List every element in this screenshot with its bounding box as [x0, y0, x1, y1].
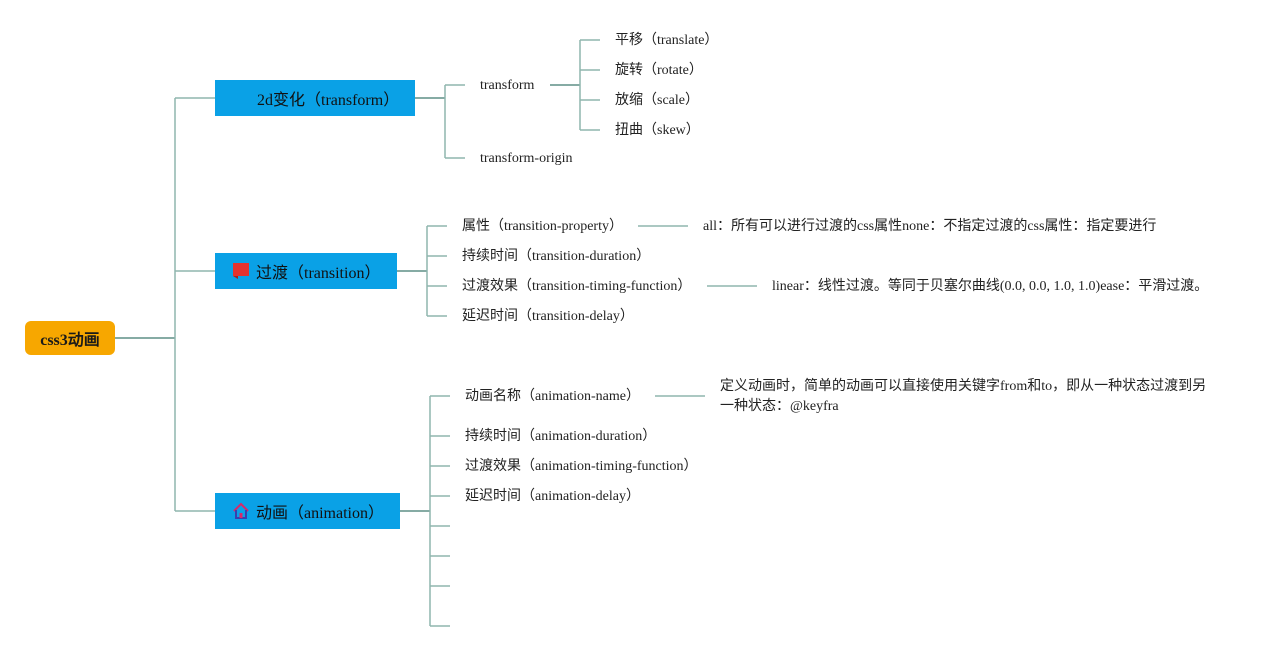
leaf-rotate[interactable]: 旋转（rotate）: [615, 62, 703, 80]
red-flag-icon: [232, 262, 250, 280]
leaf-animation-delay-label: 延迟时间（animation-delay）: [465, 489, 640, 504]
leaf-translate-label: 平移（translate）: [615, 33, 719, 48]
leaf-transform-origin-label: transform-origin: [480, 151, 573, 166]
leaf-transform-label: transform: [480, 78, 535, 93]
leaf-animation-timing-function[interactable]: 过渡效果（animation-timing-function）: [465, 458, 698, 476]
branch-animation[interactable]: 动画（animation）: [215, 493, 400, 529]
leaf-translate[interactable]: 平移（translate）: [615, 32, 718, 50]
leaf-transition-delay-label: 延迟时间（transition-delay）: [462, 309, 634, 324]
note-animation-name-text: 定义动画时，简单的动画可以直接使用关键字from和to，即从一种状态过渡到另一种…: [720, 379, 1207, 414]
leaf-animation-timing-function-label: 过渡效果（animation-timing-function）: [465, 459, 698, 474]
leaf-scale-label: 放缩（scale）: [615, 93, 699, 108]
leaf-skew-label: 扭曲（skew）: [615, 123, 700, 138]
branch-transition-label: 过渡（transition）: [256, 265, 381, 282]
leaf-transition-timing-function[interactable]: 过渡效果（transition-timing-function）: [462, 278, 691, 296]
leaf-skew[interactable]: 扭曲（skew）: [615, 122, 700, 140]
leaf-scale[interactable]: 放缩（scale）: [615, 92, 699, 110]
leaf-animation-duration[interactable]: 持续时间（animation-duration）: [465, 428, 656, 446]
root-node[interactable]: css3动画: [25, 321, 115, 355]
leaf-transition-property-label: 属性（transition-property）: [462, 219, 623, 234]
note-transition-property[interactable]: all：所有可以进行过渡的css属性none：不指定过渡的css属性：指定要进行: [703, 218, 1156, 236]
branch-transition[interactable]: 过渡（transition）: [215, 253, 397, 289]
note-animation-name[interactable]: 定义动画时，简单的动画可以直接使用关键字from和to，即从一种状态过渡到另一种…: [720, 377, 1210, 417]
leaf-transition-duration[interactable]: 持续时间（transition-duration）: [462, 248, 650, 266]
note-transition-timing[interactable]: linear：线性过渡。等同于贝塞尔曲线(0.0, 0.0, 1.0, 1.0)…: [772, 278, 1208, 296]
leaf-rotate-label: 旋转（rotate）: [615, 63, 703, 78]
leaf-animation-delay[interactable]: 延迟时间（animation-delay）: [465, 488, 640, 506]
branch-transform-label: 2d变化（transform）: [257, 92, 400, 109]
branch-transform[interactable]: 2d变化（transform）: [215, 80, 415, 116]
leaf-transition-delay[interactable]: 延迟时间（transition-delay）: [462, 308, 634, 326]
leaf-transform-origin[interactable]: transform-origin: [480, 150, 573, 168]
leaf-transition-timing-function-label: 过渡效果（transition-timing-function）: [462, 279, 692, 294]
leaf-transition-property[interactable]: 属性（transition-property）: [462, 218, 623, 236]
leaf-animation-duration-label: 持续时间（animation-duration）: [465, 429, 657, 444]
note-transition-property-text: all：所有可以进行过渡的css属性none：不指定过渡的css属性：指定要进行: [703, 219, 1157, 234]
leaf-animation-name-label: 动画名称（animation-name）: [465, 389, 640, 404]
root-label: css3动画: [40, 332, 100, 349]
leaf-transform[interactable]: transform: [480, 77, 534, 95]
note-transition-timing-text: linear：线性过渡。等同于贝塞尔曲线(0.0, 0.0, 1.0, 1.0)…: [772, 279, 1209, 294]
leaf-animation-name[interactable]: 动画名称（animation-name）: [465, 388, 640, 406]
branch-animation-label: 动画（animation）: [256, 505, 384, 522]
home-icon: [232, 502, 250, 520]
leaf-transition-duration-label: 持续时间（transition-duration）: [462, 249, 651, 264]
